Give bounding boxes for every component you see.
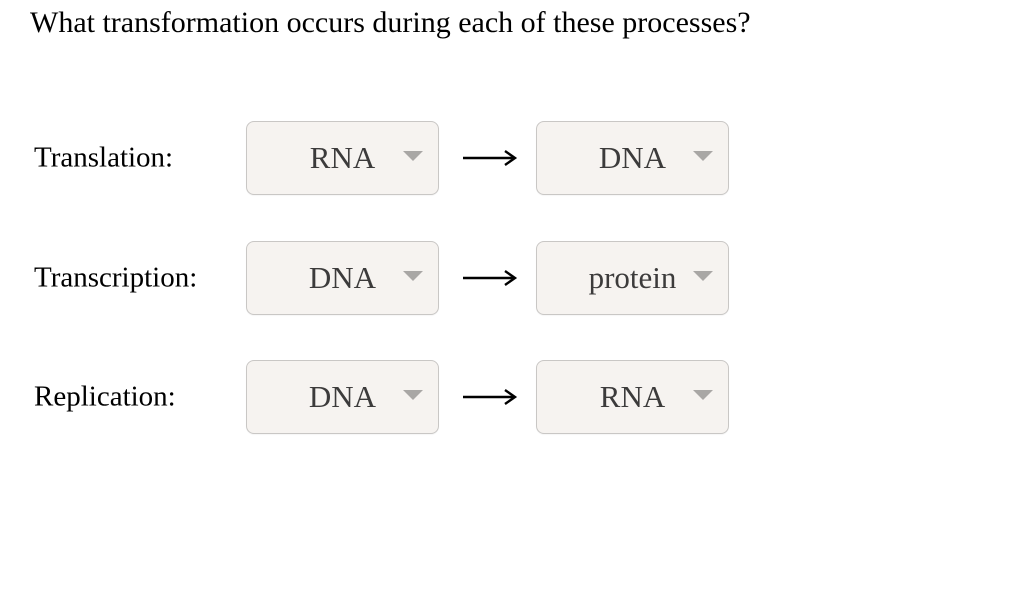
chevron-down-icon xyxy=(693,271,713,281)
chevron-down-icon xyxy=(403,390,423,400)
dropdown-value: RNA xyxy=(309,140,376,175)
dropdown-value: DNA xyxy=(308,260,377,295)
chevron-down-icon xyxy=(693,390,713,400)
transcription-from-dropdown[interactable]: DNA xyxy=(246,241,439,315)
process-row-transcription: Transcription: DNA protein xyxy=(0,241,1024,315)
question-title: What transformation occurs during each o… xyxy=(30,6,751,39)
replication-to-dropdown[interactable]: RNA xyxy=(536,360,729,434)
translation-from-dropdown[interactable]: RNA xyxy=(246,121,439,195)
transcription-to-dropdown[interactable]: protein xyxy=(536,241,729,315)
right-arrow-icon xyxy=(462,268,518,288)
right-arrow-icon xyxy=(462,387,518,407)
process-row-replication: Replication: DNA RNA xyxy=(0,360,1024,434)
chevron-down-icon xyxy=(403,271,423,281)
dropdown-value: DNA xyxy=(308,379,377,414)
process-label: Replication: xyxy=(34,380,176,413)
process-label: Translation: xyxy=(34,141,174,174)
translation-to-dropdown[interactable]: DNA xyxy=(536,121,729,195)
process-label: Transcription: xyxy=(34,261,198,294)
dropdown-value: DNA xyxy=(598,140,667,175)
dropdown-value: RNA xyxy=(599,379,666,414)
chevron-down-icon xyxy=(693,151,713,161)
dropdown-value: protein xyxy=(588,260,677,295)
process-row-translation: Translation: RNA DNA xyxy=(0,121,1024,195)
right-arrow-icon xyxy=(462,148,518,168)
chevron-down-icon xyxy=(403,151,423,161)
replication-from-dropdown[interactable]: DNA xyxy=(246,360,439,434)
